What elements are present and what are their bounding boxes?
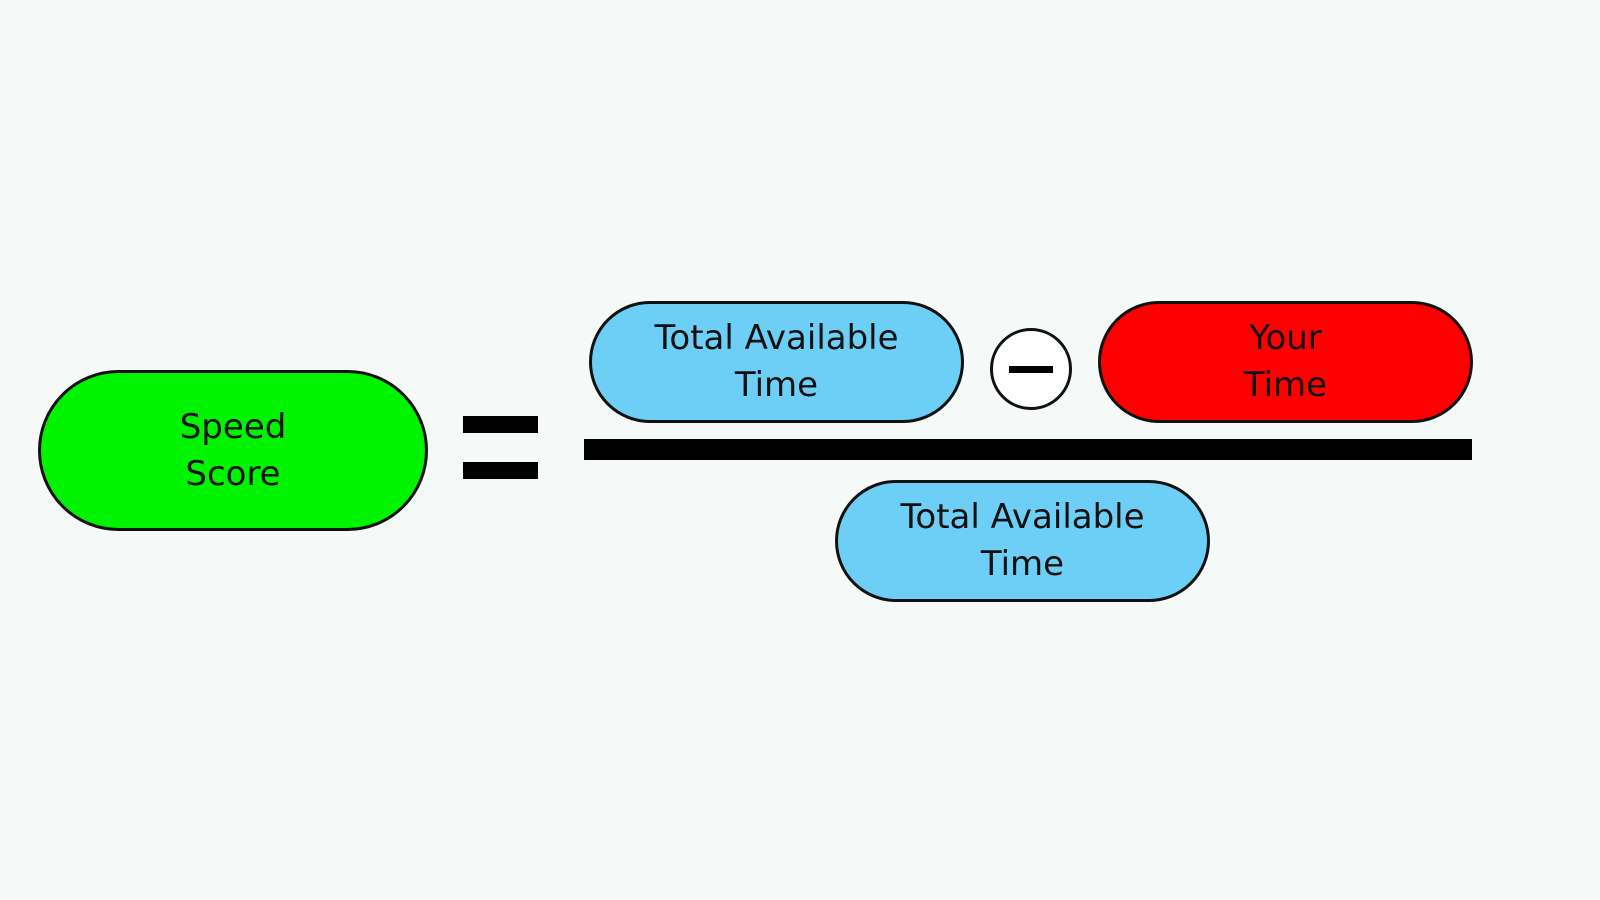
speed-score-pill: Speed Score	[38, 370, 428, 531]
equals-bar-top	[463, 416, 538, 433]
numerator-total-line2: Time	[734, 365, 819, 405]
fraction-bar	[584, 439, 1472, 460]
speed-score-line1: Speed	[179, 406, 287, 447]
your-time-line2: Time	[1243, 365, 1328, 405]
equals-bar-bottom	[463, 462, 538, 479]
your-time-line1: Your	[1249, 318, 1322, 358]
speed-score-line2: Score	[185, 453, 281, 494]
denominator-total-available-time-pill: Total Available Time	[835, 480, 1210, 602]
numerator-total-available-time-pill: Total Available Time	[589, 301, 964, 423]
minus-circle-icon	[990, 328, 1072, 410]
denominator-total-line2: Time	[980, 544, 1065, 584]
denominator-total-line1: Total Available	[900, 497, 1145, 537]
your-time-pill: Your Time	[1098, 301, 1473, 423]
minus-bar	[1009, 366, 1053, 373]
numerator-total-line1: Total Available	[654, 318, 899, 358]
